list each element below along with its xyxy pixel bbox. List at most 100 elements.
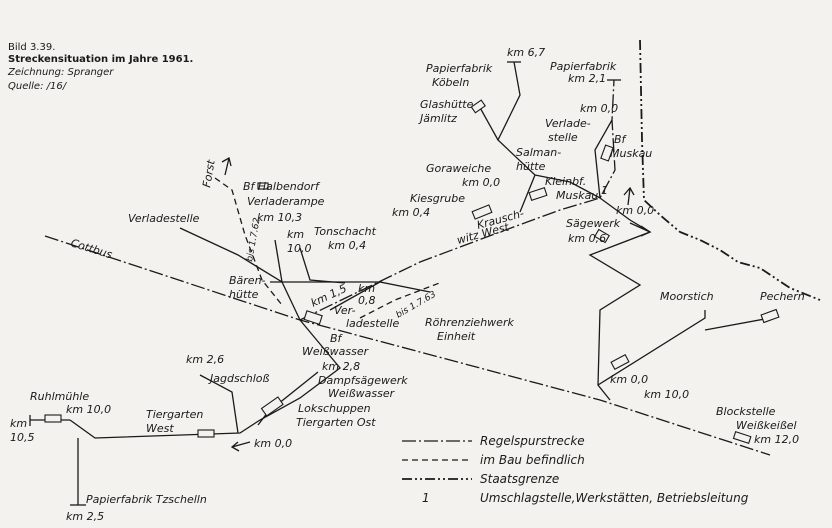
label-km-12-0: km 12,0 [754, 433, 799, 446]
line-saegewerk [588, 197, 652, 401]
branch-salmanhuette [534, 174, 601, 199]
legend-text-main: Regelspurstrecke [480, 434, 585, 448]
label-verl2: stelle [548, 131, 578, 144]
label-glas1: Glashütte [420, 98, 474, 111]
label-km-10-0-b: 10,0 [287, 242, 312, 255]
label-moorstich: Moorstich [660, 290, 714, 303]
label-ver: Ver- [334, 304, 356, 317]
label-km-0-4-kies: km 0,4 [392, 206, 430, 219]
label-papier-koe2: Köbeln [432, 76, 469, 89]
label-papier-tz: Papierfabrik Tzschelln [86, 493, 207, 506]
branch-halbendorf [179, 227, 301, 321]
legend-symbol-num: 1 [422, 491, 430, 505]
label-kleinbf2: Muskau [556, 189, 598, 202]
platform-pechern [760, 308, 780, 324]
label-salman2: hütte [516, 160, 546, 173]
station-labels: Cottbus Forst Bf Halbendorf Verladerampe… [10, 46, 805, 523]
label-bf-halbendorf: Bf Halbendorf [243, 180, 321, 193]
label-km-0-0-tg: km 0,0 [254, 437, 292, 450]
platform-weisskeissel [732, 431, 752, 445]
label-km-10-0-a: km [287, 228, 304, 241]
label-verladerampe: Verladerampe [247, 195, 325, 208]
label-baeren: Bären- [229, 274, 266, 287]
legend-text-border: Staatsgrenze [480, 472, 559, 486]
label-km-2-5: km 2,5 [66, 510, 104, 523]
label-glas2: Jämlitz [418, 112, 457, 125]
legend-text-dash: im Bau befindlich [480, 453, 585, 467]
label-tiergarten-west2: West [146, 422, 174, 435]
label-cottbus: Cottbus [69, 236, 114, 261]
label-lokschuppen: Lokschuppen [298, 402, 371, 415]
siding-1763-construction [359, 281, 443, 319]
arrow-km00-saeg [629, 222, 652, 237]
figure-caption: Bild 3.39. Streckensituation im Jahre 19… [7, 42, 193, 92]
label-km-0-0-gora: km 0,0 [462, 176, 500, 189]
label-tonschacht: Tonschacht [314, 225, 377, 238]
platform-kleinbf [528, 187, 548, 201]
main-line-cottbus-weisskeissel [44, 235, 771, 456]
label-dampf2: Weißwasser [328, 387, 396, 400]
line-forst-construction [214, 177, 283, 306]
branch-moorstich [597, 310, 706, 386]
label-km-0-6: km 0,6 [568, 232, 606, 245]
label-km-10-5-b: 10,5 [10, 431, 35, 444]
label-papier-mu2: km 2,1 [568, 72, 606, 85]
branch-glashuette [477, 103, 499, 141]
label-km-10-3: km 10,3 [257, 211, 302, 224]
label-bf-mu2: Muskau [610, 147, 652, 160]
label-km-0-0-saeg: km 0,0 [616, 204, 654, 217]
label-one: 1 [601, 184, 608, 197]
label-km-2-8: km 2,8 [322, 360, 360, 373]
label-km-10-5-a: km [10, 417, 27, 430]
label-bf-mu1: Bf [614, 133, 628, 146]
state-border [639, 39, 821, 301]
arrow-tiergarten [230, 441, 251, 452]
platform-tiergarten-ost [260, 396, 284, 417]
label-km-10-0-ruhl: km 10,0 [66, 403, 111, 416]
platform-halbendorf [257, 182, 269, 190]
siding-roehrenzieh [379, 281, 431, 293]
platform-ruhlmuehle [44, 414, 62, 423]
main-line-weisswasser-muskau [299, 79, 616, 321]
label-pechern: Pechern [760, 290, 805, 303]
platform-bf-muskau [600, 144, 614, 162]
label-kiesgrube: Kiesgrube [410, 192, 465, 205]
platform-moorstich-junction [610, 353, 630, 371]
branch-pechern [704, 317, 771, 331]
label-kleinbf1: Kleinbf. [545, 175, 586, 188]
label-verladestelle-left: Verladestelle [128, 212, 200, 225]
label-goraweiche: Goraweiche [426, 162, 491, 175]
legend-text-num: Umschlagstelle,Werkstätten, Betriebsleit… [480, 491, 749, 505]
label-ladestelle: ladestelle [346, 317, 399, 330]
label-forst: Forst [200, 158, 218, 188]
caption-line-2: Streckensituation im Jahre 1961. [8, 54, 193, 65]
label-roehren2: Einheit [437, 330, 476, 343]
platform-saegewerk [594, 228, 610, 244]
label-jagdschloss: Jagdschloß [208, 372, 269, 385]
branch-jagdschloss [199, 374, 239, 434]
platform-tiergarten-west [197, 429, 215, 438]
legend: Regelspurstrecke im Bau befindlich Staat… [402, 434, 749, 505]
label-km-6-7: km 6,7 [507, 46, 545, 59]
label-km-0-8-b: 0,8 [358, 294, 376, 307]
label-km-2-6: km 2,6 [186, 353, 224, 366]
label-ruhlmuehle: Ruhlmühle [30, 390, 89, 403]
label-km-0-8-a: km [358, 282, 375, 295]
caption-line-3: Zeichnung: Spranger [7, 67, 114, 78]
branch-verladerampe [274, 239, 283, 283]
branch-koebeln [497, 61, 536, 213]
label-km-0-4-ton: km 0,4 [328, 239, 366, 252]
caption-line-4: Quelle: /16/ [8, 81, 68, 92]
platform-krauschwitz [471, 204, 493, 220]
forst-arrow [221, 157, 232, 176]
label-tiergarten-ost: Tiergarten Ost [296, 416, 376, 429]
label-papier-mu1: Papierfabrik [550, 60, 617, 73]
branch-tiergarten [69, 319, 341, 439]
label-km-0-0-mu: km 0,0 [580, 102, 618, 115]
label-huette: hütte [229, 288, 259, 301]
label-bis-1762: bis 1.7.62 [245, 217, 263, 263]
platform-weisswasser [303, 310, 323, 325]
label-bf-weiss1: Bf [330, 332, 344, 345]
caption-line-1: Bild 3.39. [8, 42, 55, 53]
